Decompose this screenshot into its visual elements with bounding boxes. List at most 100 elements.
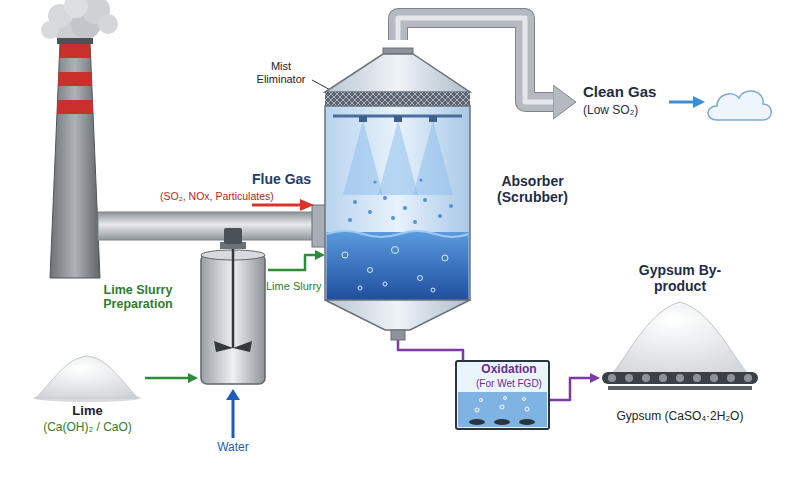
flow-arrow-head xyxy=(300,199,314,211)
tank-water xyxy=(458,392,547,427)
bubbles xyxy=(342,247,448,293)
node-note: (Low SO₂) xyxy=(583,104,671,118)
flue-gas-pipe xyxy=(98,212,314,240)
clean-gas-node: Clean Gas (Low SO₂) xyxy=(575,72,775,132)
bubble xyxy=(342,252,348,258)
pipe-flange xyxy=(312,205,326,247)
pile-shape xyxy=(36,356,138,398)
node-title: Clean Gas xyxy=(583,83,671,100)
absorber-node: Absorber (Scrubber) xyxy=(325,40,470,340)
clean-gas-cloud xyxy=(575,72,775,132)
mist-eliminator xyxy=(325,92,470,106)
bubble xyxy=(525,407,529,411)
node-title: Gypsum By-product xyxy=(630,262,730,294)
smoke xyxy=(41,0,118,45)
conveyor-frame xyxy=(608,386,752,390)
roller xyxy=(608,374,616,382)
slurry-liquid xyxy=(327,232,469,300)
conveyor-belt xyxy=(602,372,758,384)
bubbles xyxy=(475,397,529,413)
outflow-arrow-head xyxy=(693,96,705,108)
bubble xyxy=(368,268,373,273)
vessel-bottom-cone xyxy=(325,300,470,330)
bubble xyxy=(480,399,483,402)
stack-stripes xyxy=(40,44,110,114)
stream-label: Water xyxy=(208,441,258,455)
mixer-motor xyxy=(224,228,242,244)
bubble xyxy=(392,247,399,254)
node-title: Lime xyxy=(30,404,145,419)
air-diffuser xyxy=(469,419,485,425)
bubble xyxy=(431,288,435,292)
air-diffuser xyxy=(519,419,535,425)
droplet xyxy=(353,200,357,204)
impeller-blade xyxy=(214,341,233,352)
roller xyxy=(693,374,701,382)
mixer-shaft xyxy=(232,248,235,348)
droplet xyxy=(423,198,427,202)
stack-stripe xyxy=(40,100,110,114)
node-note: (For Wet FGD) xyxy=(469,378,549,390)
smoke-puff xyxy=(98,14,118,34)
reagent-pile-node: Lime (Ca(OH)₂ / CaO) xyxy=(30,350,145,442)
flow-line xyxy=(145,377,188,380)
bubble xyxy=(475,408,479,412)
outflow-arrow-line xyxy=(669,101,695,104)
droplet xyxy=(391,216,395,220)
spray-cone xyxy=(343,120,383,195)
smoke-puff xyxy=(41,21,59,39)
water-arrow-line xyxy=(232,398,235,438)
air-diffuser xyxy=(494,419,510,425)
node-title: Absorber (Scrubber) xyxy=(485,173,580,205)
droplet xyxy=(419,178,422,181)
spray-nozzle xyxy=(429,116,437,122)
spray-cone xyxy=(378,120,418,195)
stack-rim xyxy=(57,38,93,44)
oxidation-tank-node: Oxidation(For Wet FGD) xyxy=(455,360,550,430)
node-formula: Gypsum (CaSO₄·2H₂O) xyxy=(600,410,760,424)
droplet xyxy=(413,220,417,224)
bubble xyxy=(523,398,526,401)
droplet xyxy=(373,180,376,183)
bubble xyxy=(500,405,504,409)
roller xyxy=(659,374,667,382)
vessel-outlet xyxy=(391,330,405,340)
conveyor-rollers xyxy=(608,374,752,382)
liquid-surface xyxy=(327,231,469,237)
roller xyxy=(710,374,718,382)
absorber-vessel xyxy=(325,40,470,340)
flow-line xyxy=(398,340,463,360)
nozzle-flange xyxy=(383,48,413,54)
water-arrow-head xyxy=(226,389,240,400)
bubble xyxy=(383,282,387,286)
mixing-tank-node: Lime Slurry Preparation xyxy=(198,228,268,388)
flow-arrow-line xyxy=(252,204,302,207)
vessel-body xyxy=(325,106,470,300)
roller xyxy=(676,374,684,382)
droplet xyxy=(403,206,407,210)
gypsum-pile xyxy=(612,302,748,374)
roller xyxy=(727,374,735,382)
bubble xyxy=(442,255,448,261)
stream-label: Flue Gas xyxy=(252,171,311,187)
flow-line xyxy=(550,378,590,400)
bubble xyxy=(504,397,507,400)
spray-cone xyxy=(413,120,453,195)
stack-stripe xyxy=(40,44,110,58)
by-product-node: Gypsum By-productGypsum (CaSO₄·2H₂O) xyxy=(600,262,760,434)
spray-nozzle xyxy=(394,116,402,122)
stream-note: (SO₂, NOx, Particulates) xyxy=(160,190,274,202)
droplets xyxy=(348,178,453,224)
mixing-tank xyxy=(198,228,268,388)
impeller-blade xyxy=(233,341,252,352)
droplet xyxy=(368,210,372,214)
vessel-top-cone xyxy=(325,54,470,92)
droplet xyxy=(383,196,387,200)
edge-label: Lime Slurry xyxy=(266,280,322,293)
spray-nozzle xyxy=(359,116,367,122)
bubble xyxy=(418,276,423,281)
node-formula: (Ca(OH)₂ / CaO) xyxy=(30,421,145,435)
part-label: Mist Eliminator xyxy=(248,60,314,85)
smoke-puff xyxy=(64,0,88,18)
